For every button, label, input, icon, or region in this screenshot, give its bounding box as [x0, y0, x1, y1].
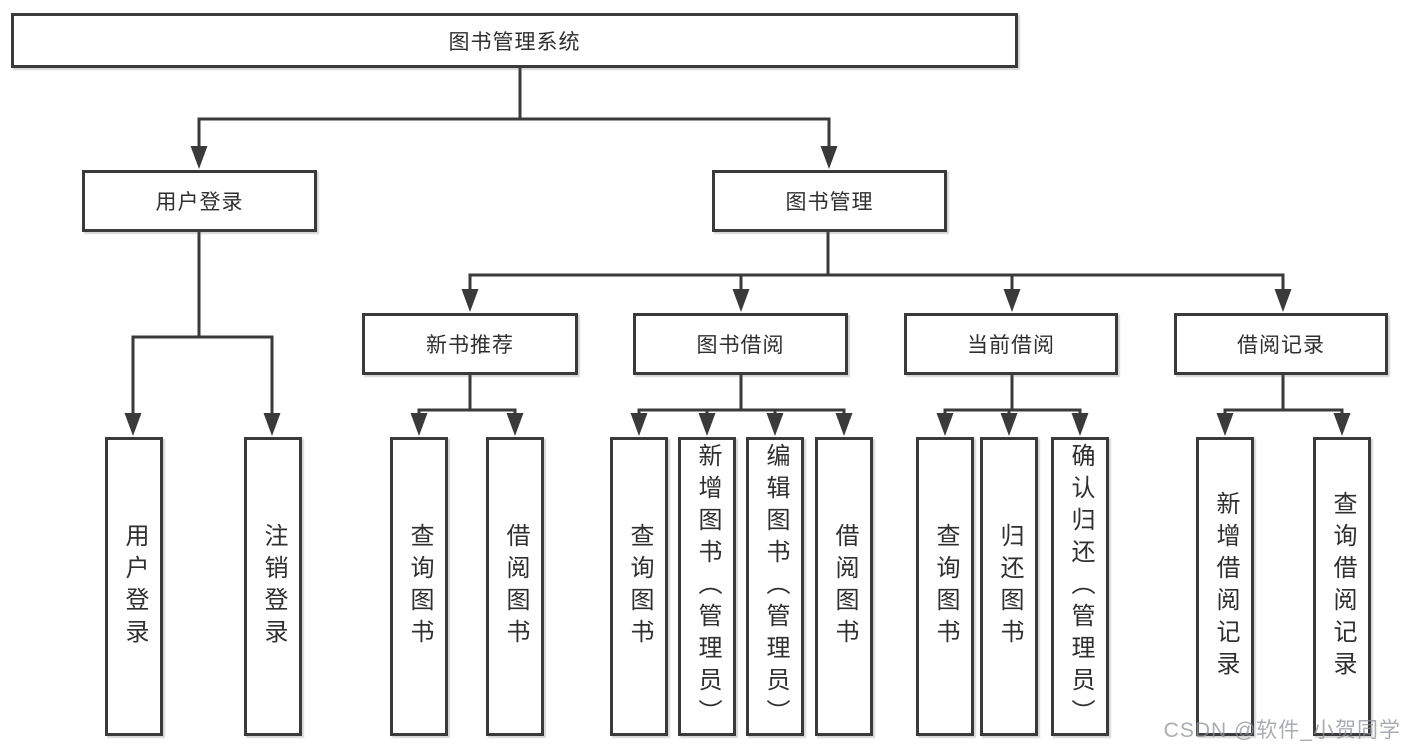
- connector-book-borrow-branch: [630, 375, 853, 436]
- connector-root-to-level2: [190, 68, 838, 169]
- node-root-label: 图书管理系统: [448, 30, 581, 54]
- arrow-down-icon: [1274, 289, 1292, 312]
- leaf-add-borrow-record: 新增借阅记录: [1196, 437, 1254, 736]
- leaf-label: 新增图书（管理员）: [694, 442, 721, 731]
- node-user-login-label: 用户登录: [155, 191, 244, 214]
- leaf-borrow-books-recommend: 借阅图书: [486, 437, 544, 736]
- arrow-down-icon: [263, 413, 281, 436]
- node-book-management-label: 图书管理: [785, 191, 874, 214]
- leaf-label: 新增借阅记录: [1212, 490, 1239, 683]
- node-book-management: 图书管理: [712, 170, 947, 232]
- leaf-label: 编辑图书（管理员）: [762, 442, 789, 731]
- arrow-down-icon: [461, 289, 479, 312]
- arrow-down-icon: [936, 413, 954, 436]
- node-book-borrow-label: 图书借阅: [696, 334, 785, 357]
- connector-borrow-records-branch: [1216, 375, 1351, 436]
- node-borrow-records: 借阅记录: [1174, 313, 1388, 375]
- leaf-query-borrow-record: 查询借阅记录: [1313, 437, 1371, 736]
- node-book-borrow: 图书借阅: [633, 313, 848, 375]
- leaf-label: 注销登录: [260, 522, 287, 651]
- node-borrow-records-label: 借阅记录: [1237, 334, 1325, 357]
- leaf-query-books-current: 查询图书: [916, 437, 974, 736]
- leaf-label: 借阅图书: [502, 522, 529, 651]
- node-root: 图书管理系统: [11, 13, 1018, 68]
- node-new-book-recommend: 新书推荐: [362, 313, 578, 375]
- arrow-down-icon: [630, 413, 648, 436]
- connector-book-management-branch: [461, 232, 1292, 312]
- arrow-down-icon: [732, 289, 750, 312]
- arrow-down-icon: [820, 146, 838, 169]
- arrow-down-icon: [698, 413, 716, 436]
- leaf-query-books-borrow: 查询图书: [610, 437, 668, 736]
- arrow-down-icon: [1071, 413, 1089, 436]
- leaf-edit-books-admin: 编辑图书（管理员）: [746, 437, 804, 736]
- arrow-down-icon: [1000, 413, 1018, 436]
- arrow-down-icon: [506, 413, 524, 436]
- connector-current-borrow-branch: [936, 375, 1089, 436]
- arrow-down-icon: [1333, 413, 1351, 436]
- leaf-label: 查询图书: [406, 522, 433, 651]
- leaf-return-books: 归还图书: [980, 437, 1038, 736]
- leaf-label: 用户登录: [121, 522, 148, 651]
- node-current-borrow-label: 当前借阅: [967, 334, 1055, 357]
- arrow-down-icon: [1216, 413, 1234, 436]
- arrow-down-icon: [190, 146, 208, 169]
- connector-user-login-branch: [124, 232, 281, 436]
- arrow-down-icon: [124, 413, 142, 436]
- leaf-label: 归还图书: [996, 522, 1023, 651]
- leaf-borrow-books: 借阅图书: [815, 437, 873, 736]
- leaf-confirm-return-admin: 确认归还（管理员）: [1051, 437, 1109, 736]
- node-user-login: 用户登录: [82, 170, 317, 232]
- leaf-add-books-admin: 新增图书（管理员）: [678, 437, 736, 736]
- leaf-label: 查询图书: [932, 522, 959, 651]
- leaf-user-login: 用户登录: [105, 437, 163, 736]
- leaf-label: 借阅图书: [831, 522, 858, 651]
- arrow-down-icon: [835, 413, 853, 436]
- leaf-logout: 注销登录: [244, 437, 302, 736]
- arrow-down-icon: [766, 413, 784, 436]
- node-new-book-recommend-label: 新书推荐: [426, 334, 514, 357]
- leaf-label: 查询图书: [626, 522, 653, 651]
- node-current-borrow: 当前借阅: [904, 313, 1118, 375]
- arrow-down-icon: [410, 413, 428, 436]
- leaf-label: 查询借阅记录: [1329, 490, 1356, 683]
- connector-new-book-recommend-branch: [410, 375, 524, 436]
- leaf-label: 确认归还（管理员）: [1067, 442, 1094, 731]
- leaf-query-books-recommend: 查询图书: [390, 437, 448, 736]
- arrow-down-icon: [1003, 289, 1021, 312]
